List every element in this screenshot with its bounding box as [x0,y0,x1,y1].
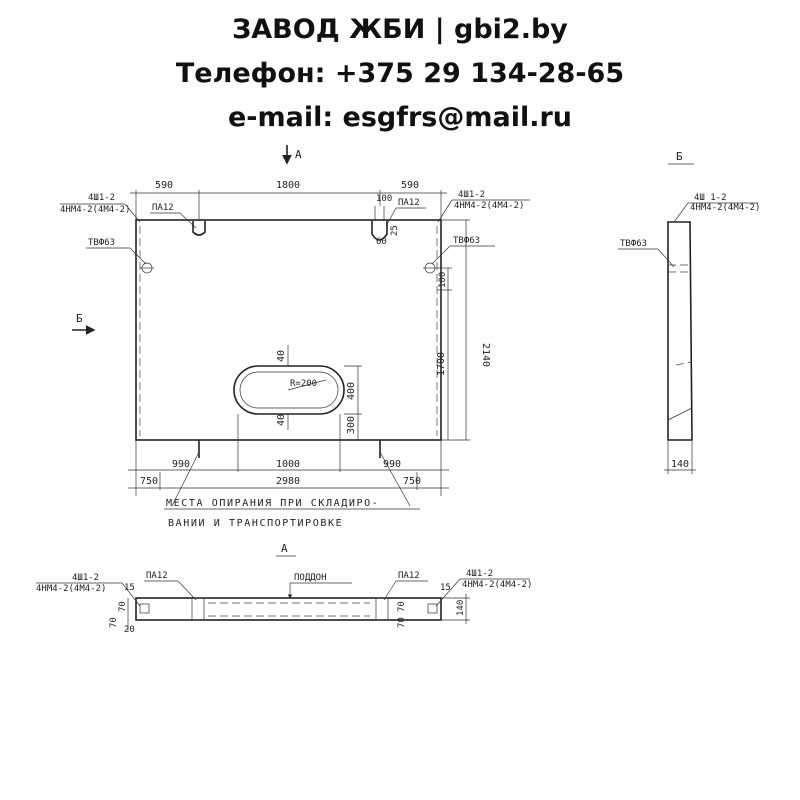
label-sec-4nm-right: 4НМ4-2(4М4-2) [462,580,532,590]
header-phone: Телефон: +375 29 134-28-65 [175,58,625,89]
front-view: А Б R=200 40 40 400 300 [60,145,530,529]
dim-100-top: 100 [376,194,392,204]
label-left-4nm: 4НМ4-2(4М4-2) [60,205,130,215]
view-arrow-a-label: А [295,148,302,161]
section-insert-left [139,603,150,614]
label-right-4sh: 4Ш1-2 [458,190,485,200]
dim-slot-40-top: 40 [276,350,287,362]
section-a: А 4Ш1-2 4НМ4-2(4М4-2) ПА12 ПОДДОН ПА12 4… [36,542,532,635]
note-line-1: МЕСТА ОПИРАНИЯ ПРИ СКЛАДИРО- [166,498,379,509]
note-leader-left [171,451,200,507]
label-sec-4sh-left: 4Ш1-2 [72,573,99,583]
section-title: А [281,542,288,555]
header-email: e-mail: esgfrs@mail.ru [227,102,573,133]
oval-slot-outer [233,365,345,415]
label-poddon: ПОДДОН [294,573,327,583]
oval-slot-inner [239,371,339,409]
dim-100-mid: 100 [438,272,448,288]
dim-sec-70-left2: 70 [109,617,119,628]
lifting-loop-right [371,221,388,241]
label-pa-left: ПА12 [152,203,174,213]
label-pa-right: ПА12 [398,198,420,208]
dim-top-mid: 1800 [276,180,300,191]
dim-60: 60 [376,237,387,247]
dim-25: 25 [390,225,400,236]
dim-750-right: 750 [403,476,421,487]
dim-slot-400: 400 [346,382,357,400]
label-side-4nm: 4НМ4-2(4М4-2) [690,203,760,213]
note-line-2: ВАНИИ И ТРАНСПОРТИРОВКЕ [168,518,343,529]
dim-slot-300: 300 [346,416,357,434]
dim-sec-140-right: 140 [456,600,466,616]
section-pa-right-box [375,597,389,621]
view-arrow-b-label: Б [76,312,83,325]
label-right-4nm: 4НМ4-2(4М4-2) [454,201,524,211]
label-sec-pa-left: ПА12 [146,571,168,581]
label-tv-left: ТВФ63 [88,238,115,248]
label-side-tv: ТВФ63 [620,239,647,249]
side-chamfer [667,407,693,421]
label-sec-pa-right: ПА12 [398,571,420,581]
dim-top-right: 590 [401,180,419,191]
label-left-4sh: 4Ш1-2 [88,193,115,203]
section-outline [135,597,442,621]
note-leader-right [379,451,411,507]
dim-slot-40-bot: 40 [276,414,287,426]
dim-2140: 2140 [480,343,491,367]
dim-1000: 1000 [276,459,300,470]
side-profile [667,221,693,441]
dim-sec-70-right1: 70 [397,601,407,612]
label-side-4sh: 4Ш 1-2 [694,193,727,203]
dim-2980: 2980 [276,476,300,487]
dim-side-140: 140 [671,459,689,470]
label-sec-4sh-right: 4Ш1-2 [466,569,493,579]
dim-990-right: 990 [383,459,401,470]
section-insert-right [427,603,438,614]
header-title: ЗАВОД ЖБИ | gbi2.by [232,14,568,45]
dim-radius: R=200 [290,379,317,389]
label-sec-4nm-left: 4НМ4-2(4М4-2) [36,584,106,594]
lifting-loop-left [192,221,206,236]
dim-sec-70-right2: 70 [397,617,407,628]
dim-sec-15-right: 15 [440,583,451,593]
side-view-b: Б 4Ш 1-2 4НМ4-2(4М4-2) ТВФ63 140 [618,150,760,474]
label-tv-right: ТВФ63 [453,236,480,246]
section-pa-left-box [191,597,205,621]
dim-sec-70-left1: 70 [118,601,128,612]
site-header: ЗАВОД ЖБИ | gbi2.by Телефон: +375 29 134… [0,8,800,140]
side-view-title: Б [676,150,683,163]
dim-990-left: 990 [172,459,190,470]
dim-750-left: 750 [140,476,158,487]
dim-1700: 1700 [436,352,447,376]
panel-outline [135,219,442,441]
dim-sec-15-left: 15 [124,583,135,593]
radius-leader [287,379,327,391]
dim-sec-20-left: 20 [124,625,135,635]
dim-top-left: 590 [155,180,173,191]
